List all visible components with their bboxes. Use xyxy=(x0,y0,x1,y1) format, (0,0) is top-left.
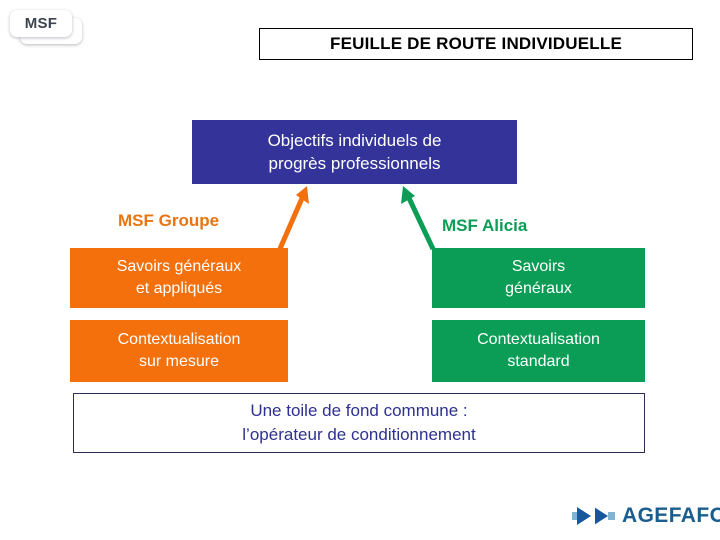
msf-logo: MSF xyxy=(6,8,84,46)
footer-label: Une toile de fond commune : l’opérateur … xyxy=(242,401,476,444)
arrow-up-right-orange-icon xyxy=(276,186,309,252)
agefaforia-double-chevron-icon xyxy=(572,507,615,525)
objectives-box: Objectifs individuels de progrès profess… xyxy=(192,120,517,184)
cell-left-contextualisation: Contextualisation sur mesure xyxy=(70,320,288,382)
agefaforia-logo: AGEFAFORIA xyxy=(572,503,720,529)
footer-box: Une toile de fond commune : l’opérateur … xyxy=(73,393,645,453)
page-title: FEUILLE DE ROUTE INDIVIDUELLE xyxy=(330,34,622,53)
arrow-up-left-green-icon xyxy=(401,186,436,251)
column-heading-right: MSF Alicia xyxy=(442,216,528,235)
cell-right-savoirs: Savoirs généraux xyxy=(432,248,645,308)
msf-logo-front-tab xyxy=(10,10,72,37)
cell-right-contextualisation: Contextualisation standard xyxy=(432,320,645,382)
objectives-label: Objectifs individuels de progrès profess… xyxy=(267,131,442,173)
page-title-box: FEUILLE DE ROUTE INDIVIDUELLE xyxy=(259,28,693,60)
agefaforia-wordmark: AGEFAFORIA xyxy=(622,504,720,527)
msf-logo-text: MSF xyxy=(24,15,58,32)
column-heading-left: MSF Groupe xyxy=(118,211,220,230)
cell-left-savoirs: Savoirs généraux et appliqués xyxy=(70,248,288,308)
